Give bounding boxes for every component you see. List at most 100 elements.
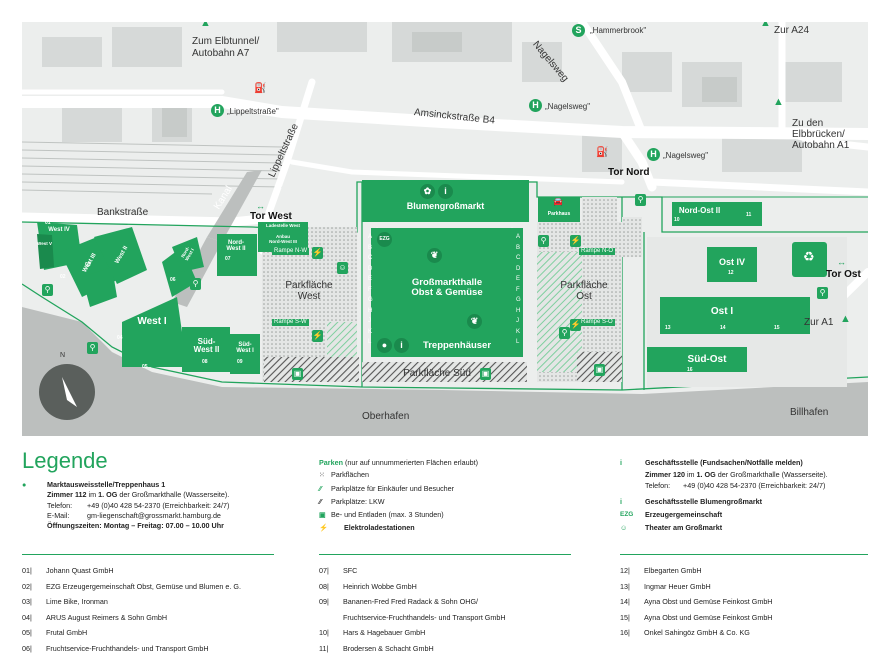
office-mail-link[interactable]: gm-liegenschaft@grossmarkt.hamburg.de xyxy=(87,510,221,520)
hall-letter: H xyxy=(516,307,521,314)
bus-stop-icon[interactable]: H xyxy=(211,104,224,117)
parkhaus-building[interactable]: Parkhaus xyxy=(538,197,580,222)
info-theater: Theater am Großmarkt xyxy=(645,523,723,533)
gate-tor-ost[interactable]: Tor Ost xyxy=(826,269,861,280)
info-tel[interactable]: +49 (0)40 428 54-2370 (Erreichbarkeit: 2… xyxy=(683,480,826,490)
bus-stop-icon-2[interactable]: H xyxy=(529,99,542,112)
tenant-item: 15|Ayna Obst und Gemüse Feinkost GmbH xyxy=(620,612,773,622)
sbahn-label-hammerbrook: „Hammerbrook" xyxy=(590,26,647,35)
bus-stop-label-nagelsweg-2: „Nagelsweg" xyxy=(663,151,709,160)
hall-letters-left: A B C D E F G H J K L xyxy=(368,232,374,348)
office-tel[interactable]: +49 (0)40 428 54-2370 (Erreichbarkeit: 2… xyxy=(87,500,230,510)
road-label-elbbruecken: Zu den Elbbrücken/ Autobahn A1 xyxy=(792,118,850,151)
west-i-building[interactable]: West I xyxy=(137,316,167,327)
motorway-icon: ▲ xyxy=(200,22,211,29)
treppenhaeuser-label: Treppenhäuser xyxy=(422,340,492,351)
market-map[interactable]: Blumengroßmarkt ✿ i Parkhaus 🚘 Großmarkt… xyxy=(22,22,868,436)
motorway-icon-3: ▲ xyxy=(773,96,784,108)
hall-letter: E xyxy=(516,276,521,282)
hall-letter: A xyxy=(516,234,521,240)
tenant-item: 12|Elbegarten GmbH xyxy=(620,566,702,575)
ev-charging-icon-3: ⚡ xyxy=(312,330,323,342)
west-v-building[interactable]: West V xyxy=(37,241,52,246)
tenant-item: 04|ARUS August Reimers & Sohn GmbH xyxy=(22,612,168,622)
parkhaus-label: Parkhaus xyxy=(547,211,571,217)
toilet-icon-3: ⚲ xyxy=(42,284,53,296)
plot-number-11: 11 xyxy=(746,212,752,218)
grossmarkthalle-building[interactable]: Großmarkthalle Obst & Gemüse xyxy=(371,228,523,348)
plot-number-01: 01 xyxy=(45,220,51,226)
tenant-item: 14|Ayna Obst und Gemüse Feinkost GmbH xyxy=(620,597,773,606)
plot-number-10: 10 xyxy=(674,217,680,223)
west-iv-building[interactable]: West IV xyxy=(48,227,70,233)
hall-letter: F xyxy=(368,286,372,293)
bus-stop-icon-3[interactable]: H xyxy=(647,148,660,161)
gate-arrow-icon: ↔ xyxy=(256,201,265,211)
toilet-icon-2: ⚲ xyxy=(538,235,549,247)
tenant-list-2: 07|SFC 08|Heinrich Wobbe GmbH 09|Bananen… xyxy=(319,563,609,656)
tenant-item: 02|EZG Erzeugergemeinschaft Obst, Gemüse… xyxy=(22,581,241,591)
person-icon: ● xyxy=(22,480,27,489)
info-tel-label: Telefon: xyxy=(645,480,671,490)
ost-i-building[interactable]: Ost I xyxy=(710,306,734,317)
gate-tor-nord[interactable]: Tor Nord xyxy=(608,167,650,178)
legend-divider-3 xyxy=(620,554,868,555)
tenant-item: 09|Bananen-Fred Fred Radack & Sohn OHG/ xyxy=(319,597,479,606)
tenant-item: 13|Ingmar Heuer GmbH xyxy=(620,581,711,591)
road-label-a24: Zur A24 xyxy=(774,25,810,36)
road-label-elbtunnel: Zum Elbtunnel/ Autobahn A7 xyxy=(192,36,260,59)
hall-letter: D xyxy=(516,265,521,272)
office-location: der Großmarkthalle (Wasserseite). xyxy=(117,490,230,500)
ladestelle-west-label[interactable]: Ladestelle West xyxy=(266,223,300,228)
sbahn-icon[interactable]: S xyxy=(572,24,585,37)
loading-icon: ▣ xyxy=(319,510,326,520)
parkflaeche-west-label[interactable]: Parkfläche West xyxy=(285,280,333,302)
legend-title: Legende xyxy=(22,448,108,473)
hall-letter: K xyxy=(368,328,373,335)
hall-letters-right: A B C D E F G H J K L xyxy=(516,232,522,348)
parking-item-visitors: Parkplätze für Einkäufer und Besucher xyxy=(331,483,455,493)
grossmarkthalle-label: Großmarkthalle Obst & Gemüse xyxy=(411,277,483,298)
parkflaeche-sued-label[interactable]: Parkfläche Süd xyxy=(403,368,471,379)
tenant-item: 07|SFC xyxy=(319,566,358,575)
info-location: der Großmarkthalle (Wasserseite). xyxy=(715,470,828,480)
hall-letter: L xyxy=(368,339,372,345)
gate-tor-west[interactable]: Tor West xyxy=(250,211,292,222)
sued-west-i-building[interactable]: Süd- West I xyxy=(236,342,254,355)
hall-letter: G xyxy=(368,297,373,303)
truck-icon-2: ▣ xyxy=(480,368,491,380)
fruit-icon: ❦ xyxy=(427,248,442,263)
ev-charging-icon: ⚡ xyxy=(570,235,581,247)
hall-letter: J xyxy=(516,318,519,324)
hall-letter: B xyxy=(516,244,521,251)
fuel-icon-2: ⛽ xyxy=(254,83,267,94)
sued-ost-building[interactable]: Süd-Ost xyxy=(687,354,727,365)
plot-number-12: 12 xyxy=(728,270,734,276)
plot-number-02: 02 xyxy=(60,274,66,280)
nord-ost-ii-building[interactable]: Nord-Ost II xyxy=(678,206,721,215)
treppenhaeuser-building[interactable]: Treppenhäuser xyxy=(371,334,523,357)
water-label-billhafen: Billhafen xyxy=(790,407,829,418)
tenant-list-1: 01|Johann Quast GmbH 02|EZG Erzeugergeme… xyxy=(22,563,312,656)
parkflaeche-ost-label[interactable]: Parkfläche Ost xyxy=(560,280,608,302)
hall-letter: F xyxy=(516,286,520,293)
tenant-item: 03|Lime Bike, Ironman xyxy=(22,597,108,606)
motorway-icon-2: ▲ xyxy=(760,22,771,29)
sued-west-ii-building[interactable]: Süd- West II xyxy=(193,337,220,355)
nord-west-ii-building[interactable]: Nord- West II xyxy=(226,240,246,253)
plot-number-09: 09 xyxy=(237,359,243,365)
hatch-black-icon: ⁄⁄ xyxy=(319,496,322,506)
toilet-icon: ⚲ xyxy=(635,194,646,206)
legend: Legende ●Marktausweisstelle/Treppenhaus … xyxy=(22,440,868,668)
truck-icon: ▣ xyxy=(292,368,303,380)
anbau-nord-west-iii-label[interactable]: Anbau Nord-West III xyxy=(269,234,297,244)
hall-letter: G xyxy=(516,297,521,303)
road-label-bankstrasse: Bankstraße xyxy=(97,207,149,218)
plot-number-06: 06 xyxy=(170,277,176,283)
ev-charging-icon-4: ⚡ xyxy=(312,247,323,259)
ost-iv-building[interactable]: Ost IV xyxy=(718,257,745,267)
compass-north-label: N xyxy=(60,352,66,359)
plot-number-05: 05 xyxy=(142,364,148,370)
toilet-icon-7: ⚲ xyxy=(817,287,828,299)
tenant-item: 05|Frutal GmbH xyxy=(22,628,88,637)
